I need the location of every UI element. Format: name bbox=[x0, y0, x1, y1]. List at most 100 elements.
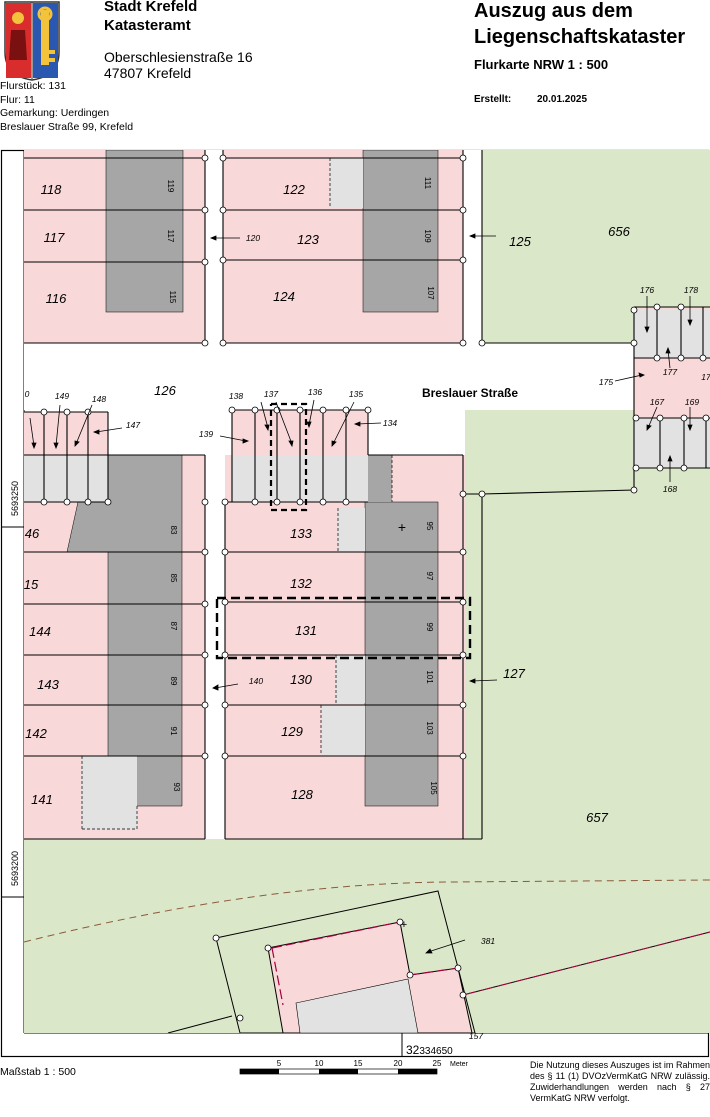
page-subtitle: Flurkarte NRW 1 : 500 bbox=[474, 57, 609, 72]
parcel-136: 136 bbox=[308, 387, 322, 397]
path-120 bbox=[205, 150, 223, 343]
house-117: 117 bbox=[166, 230, 175, 243]
parcel-139: 139 bbox=[199, 429, 213, 439]
garage-122 bbox=[330, 158, 363, 208]
svg-text:+: + bbox=[398, 519, 406, 535]
building-134-annex bbox=[368, 455, 392, 502]
parcel-17: 17 bbox=[701, 372, 710, 382]
garage-133 bbox=[338, 508, 365, 552]
title-line2: Liegenschaftskataster bbox=[474, 26, 686, 48]
scale-tick-15: 15 bbox=[354, 1059, 363, 1068]
parcel-122: 122 bbox=[283, 182, 305, 197]
coord-east-prefix: 32 bbox=[406, 1043, 420, 1057]
building-107-111 bbox=[362, 150, 439, 313]
scale-tick-25: 25 bbox=[433, 1059, 442, 1068]
meta-address: Breslauer Straße 99, Krefeld bbox=[0, 120, 134, 133]
parcel-125: 125 bbox=[509, 234, 531, 249]
house-95: 95 bbox=[425, 522, 434, 531]
building-115-119 bbox=[105, 150, 184, 313]
parcel-meta: Flurstück: 131 Flur: 11 Gemarkung: Uerdi… bbox=[0, 80, 133, 134]
house-103: 103 bbox=[425, 721, 434, 735]
parcel-124: 124 bbox=[273, 289, 295, 304]
house-89: 89 bbox=[169, 677, 178, 686]
road-breslauer bbox=[24, 343, 634, 410]
small-number-layer: 176 178 177 175 167 169 168 381 120 140 … bbox=[25, 233, 710, 1041]
usage-notice: Die Nutzung dieses Auszuges ist im Rahme… bbox=[530, 1060, 710, 1103]
page-title: Auszug aus dem Liegenschaftskataster bbox=[474, 0, 685, 50]
org-line2: Katasteramt bbox=[104, 17, 191, 34]
meta-gemarkung: Gemarkung: Uerdingen bbox=[0, 107, 110, 119]
boundary-sw bbox=[167, 1015, 233, 1033]
parcel-168: 168 bbox=[663, 484, 677, 494]
boundary-points bbox=[40, 154, 710, 1022]
meta-flurstueck: Flurstück: 131 bbox=[0, 80, 66, 92]
parcel-129: 129 bbox=[281, 724, 303, 739]
parcel-177: 177 bbox=[663, 367, 677, 377]
highlight-parcel-131 bbox=[215, 596, 472, 660]
scale-unit: Meter bbox=[450, 1061, 469, 1068]
parcel-657-area bbox=[24, 468, 710, 1033]
parcel-116: 116 bbox=[46, 291, 67, 306]
parcel-157: 157 bbox=[469, 1031, 483, 1041]
parcel-141: 141 bbox=[31, 792, 53, 807]
title-line1: Auszug aus dem bbox=[474, 0, 633, 22]
house-91: 91 bbox=[169, 727, 178, 736]
scale-tick-20: 20 bbox=[394, 1059, 403, 1068]
garage-141 bbox=[82, 756, 137, 829]
house-105: 105 bbox=[429, 781, 438, 795]
created-label: Erstellt: bbox=[474, 94, 512, 105]
parcel-169: 169 bbox=[685, 397, 699, 407]
house-111: 111 bbox=[423, 177, 432, 190]
created-date: 20.01.2025 bbox=[537, 94, 588, 105]
parcel-123: 123 bbox=[297, 232, 319, 247]
parcel-143: 143 bbox=[37, 677, 59, 692]
parcel-144: 144 bbox=[29, 624, 51, 639]
parcel-175: 175 bbox=[599, 377, 613, 387]
parcel-137: 137 bbox=[264, 389, 278, 399]
parcel-135: 135 bbox=[349, 389, 363, 399]
highlight-garage-137 bbox=[269, 402, 308, 512]
scale-tick-10: 10 bbox=[315, 1059, 324, 1068]
parcel-140: 140 bbox=[249, 676, 263, 686]
scale-bar: 5 10 15 20 25 Meter bbox=[239, 1059, 469, 1075]
scale-tick-5: 5 bbox=[277, 1059, 282, 1068]
parcel-149: 149 bbox=[55, 391, 69, 401]
house-99: 99 bbox=[425, 623, 434, 632]
parcel-0: 0 bbox=[25, 389, 30, 399]
meta-flur: Flur: 11 bbox=[0, 93, 35, 106]
garage-381 bbox=[295, 978, 419, 1033]
house-97: 97 bbox=[425, 572, 434, 581]
parcel-134: 134 bbox=[383, 418, 397, 428]
parcel-148: 148 bbox=[92, 394, 106, 404]
org-address: Oberschlesienstraße 16 47807 Krefeld bbox=[104, 49, 253, 81]
parcel-176: 176 bbox=[640, 285, 654, 295]
path-140 bbox=[205, 455, 225, 839]
house-115: 115 bbox=[168, 291, 177, 304]
coat-of-arms-icon bbox=[4, 1, 60, 81]
parcel-126: 126 bbox=[154, 383, 176, 398]
building-95-105 bbox=[364, 501, 439, 807]
parcel-657: 657 bbox=[586, 810, 608, 825]
parcel-127: 127 bbox=[503, 666, 525, 681]
garages-176 bbox=[634, 310, 710, 358]
org-city: 47807 Krefeld bbox=[104, 65, 192, 81]
house-119: 119 bbox=[166, 180, 175, 193]
parcel-118: 118 bbox=[41, 182, 62, 197]
scale-label: Maßstab 1 : 500 bbox=[0, 1066, 76, 1078]
parcel-128: 128 bbox=[291, 787, 313, 802]
house-107: 107 bbox=[426, 286, 435, 300]
garages-147 bbox=[24, 455, 108, 502]
parcel-120: 120 bbox=[246, 233, 260, 243]
parcel-381: 381 bbox=[481, 936, 495, 946]
coord-north-1: 5693250 bbox=[10, 481, 20, 516]
parcel-number-layer: 118 117 116 122 123 124 125 656 126 133 … bbox=[24, 182, 631, 825]
house-83: 83 bbox=[169, 526, 178, 535]
org-name: Stadt Krefeld Katasteramt bbox=[104, 0, 197, 35]
house-87: 87 bbox=[169, 622, 178, 631]
house-101: 101 bbox=[425, 670, 434, 684]
parcel-147: 147 bbox=[126, 420, 140, 430]
parcel-132: 132 bbox=[290, 576, 312, 591]
parcel-138: 138 bbox=[229, 391, 243, 401]
garage-129 bbox=[321, 705, 365, 755]
